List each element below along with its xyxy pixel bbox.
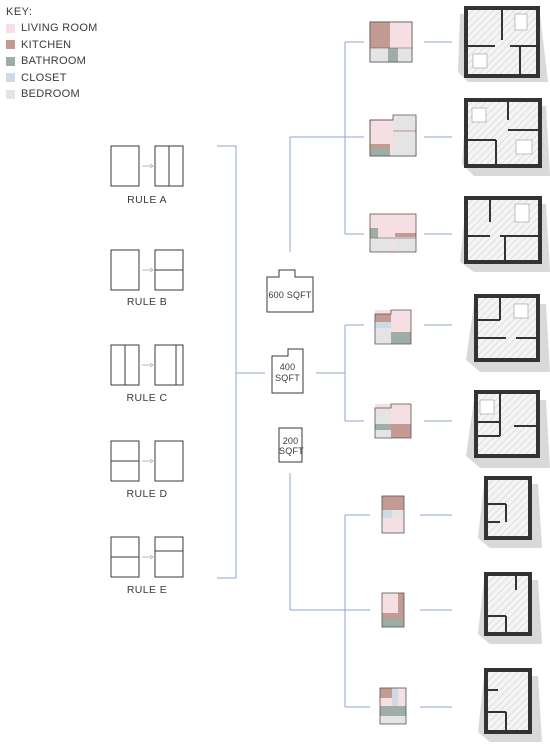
rule-b-label: RULE B <box>126 296 168 308</box>
legend-item-kitchen: KITCHEN <box>6 37 98 54</box>
rule-c-label: RULE C <box>126 392 168 404</box>
layout-200-b <box>381 592 405 628</box>
rule-d-icon <box>110 440 184 482</box>
legend-title: KEY: <box>6 6 33 18</box>
floor-plan-200-c <box>478 668 542 742</box>
size-200-label-line2: SQFT <box>279 446 304 456</box>
floor-plan-600-a <box>458 6 548 82</box>
floor-plan-400-a <box>466 294 550 372</box>
rule-a-label: RULE A <box>127 194 167 206</box>
floor-plan-600-c <box>460 196 550 272</box>
size-400-icon <box>271 348 304 394</box>
layout-200-a <box>381 495 405 534</box>
kitchen-swatch <box>6 40 15 50</box>
legend: KEY: LIVING ROOM KITCHEN BATHROOM CLOSET… <box>6 6 98 103</box>
rule-e-icon <box>110 536 184 578</box>
rule-c-icon <box>110 344 184 386</box>
rule-a-icon <box>110 145 184 187</box>
layout-400-b <box>374 403 412 439</box>
legend-item-living-room: LIVING ROOM <box>6 20 98 37</box>
living-room-swatch <box>6 23 15 33</box>
layout-600-a <box>369 21 413 63</box>
legend-item-bathroom: BATHROOM <box>6 53 98 70</box>
size-600-icon <box>266 269 314 313</box>
legend-item-closet: CLOSET <box>6 70 98 87</box>
floor-plan-200-b <box>478 572 542 644</box>
legend-label: BATHROOM <box>21 55 87 68</box>
size-200-icon <box>278 427 303 463</box>
floor-plan-600-b <box>462 98 550 176</box>
layout-200-c <box>379 687 407 725</box>
legend-item-bedroom: BEDROOM <box>6 86 98 103</box>
size-600-label: 600 SQFT <box>268 290 312 300</box>
legend-label: KITCHEN <box>21 38 72 51</box>
legend-label: CLOSET <box>21 71 67 84</box>
bathroom-swatch <box>6 56 15 66</box>
legend-label: BEDROOM <box>21 88 80 101</box>
size-400-label-line2: SQFT <box>275 373 300 383</box>
connector-lines <box>217 41 452 708</box>
floor-plan-200-a <box>478 476 542 548</box>
rule-e-label: RULE E <box>126 584 168 596</box>
closet-swatch <box>6 73 15 83</box>
rule-b-icon <box>110 249 184 291</box>
layout-600-b <box>369 114 417 157</box>
bedroom-swatch <box>6 89 15 99</box>
legend-label: LIVING ROOM <box>21 22 98 35</box>
size-200-label-line1: 200 <box>282 436 299 446</box>
rule-d-label: RULE D <box>126 488 168 500</box>
layout-400-a <box>374 309 412 345</box>
size-400-label-line1: 400 <box>279 362 296 372</box>
floor-plan-400-b <box>466 390 550 468</box>
layout-600-c <box>369 213 417 253</box>
